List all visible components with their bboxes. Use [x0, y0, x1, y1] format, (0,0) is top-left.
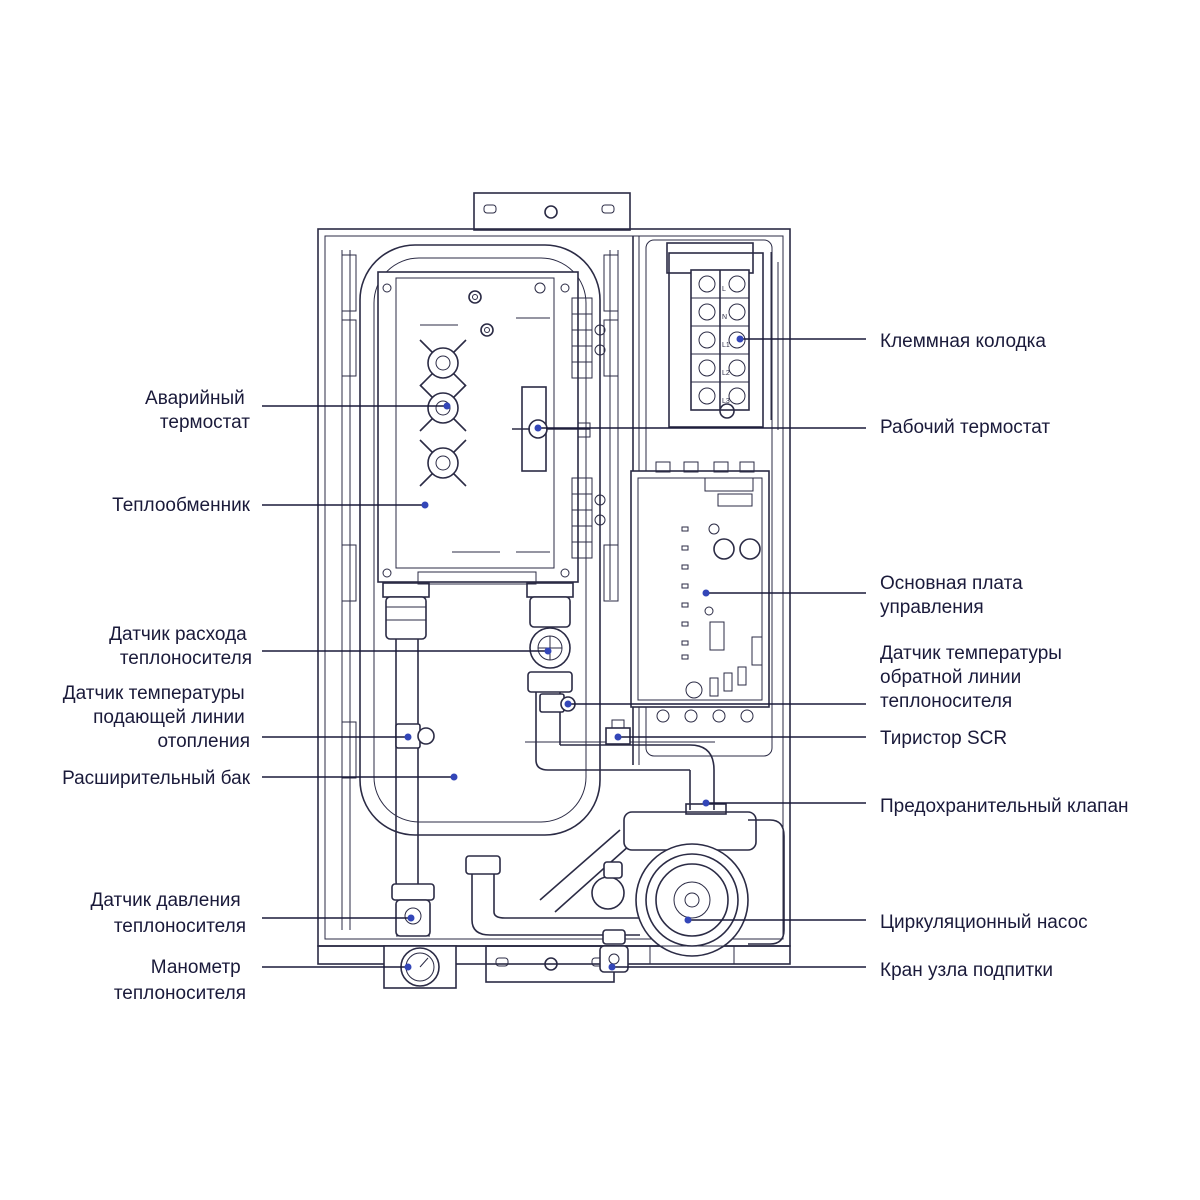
- label-flow-sensor: Датчик расхода теплоносителя: [109, 624, 252, 669]
- marker-circulation-pump: [684, 916, 692, 924]
- label-circulation-pump: Циркуляционный насос: [880, 912, 1088, 933]
- label-supply-temp-sensor: Датчик температуры подающей линии отопле…: [63, 683, 250, 752]
- heating-element-terminals: [571, 297, 606, 559]
- label-terminal-block: Клеммная колодка: [880, 331, 1046, 352]
- marker-flow-sensor: [544, 647, 552, 655]
- label-fill-valve: Кран узла подпитки: [880, 960, 1053, 981]
- label-thyristor: Тиристор SCR: [880, 728, 1007, 749]
- marker-supply-temp-sensor: [404, 733, 412, 741]
- label-heat-exchanger: Теплообменник: [112, 495, 251, 516]
- marker-safety-thermostat: [443, 402, 451, 410]
- label-safety-valve: Предохранительный клапан: [880, 796, 1129, 817]
- expansion-tank: [359, 244, 601, 836]
- label-pressure-sensor: Датчик давления теплоносителя: [91, 890, 246, 937]
- leader-lines: [262, 335, 866, 971]
- main-control-board: [630, 461, 770, 723]
- marker-fill-valve: [608, 963, 616, 971]
- marker-manometer: [404, 963, 412, 971]
- label-safety-thermostat: Аварийный термостат: [145, 388, 250, 433]
- label-manometer: Манометр теплоносителя: [114, 957, 246, 1004]
- marker-heat-exchanger: [421, 501, 429, 509]
- flow-sensor: [527, 627, 573, 693]
- pump-fitting: [591, 861, 625, 910]
- working-thermostat: [512, 386, 591, 472]
- fill-valve: [599, 929, 629, 973]
- pressure-sensor: [391, 883, 435, 937]
- pipes: [382, 582, 715, 936]
- terminal-mark: L1: [722, 342, 730, 349]
- label-expansion-tank: Расширительный бак: [62, 768, 251, 789]
- terminal-mark: L: [722, 286, 726, 293]
- marker-terminal-block: [736, 335, 744, 343]
- marker-working-thermostat: [534, 424, 542, 432]
- terminal-mark: L2: [722, 370, 730, 377]
- left-labels: Аварийный термостат Теплообменник Датчик…: [62, 388, 252, 1004]
- marker-return-temp-sensor: [564, 700, 572, 708]
- terminal-mark: N: [722, 314, 727, 321]
- marker-pressure-sensor: [407, 914, 415, 922]
- marker-safety-valve: [702, 799, 710, 807]
- mounting-rails: [341, 250, 619, 930]
- circulation-pump: [623, 803, 785, 965]
- terminal-mark: L3: [722, 398, 730, 405]
- safety-thermostats: [419, 339, 467, 487]
- marker-thyristor: [614, 733, 622, 741]
- label-main-board: Основная плата управления: [880, 573, 1028, 618]
- supply-temperature-sensor: [395, 723, 435, 749]
- label-working-thermostat: Рабочий термостат: [880, 417, 1050, 438]
- marker-expansion-tank: [450, 773, 458, 781]
- marker-main-board: [702, 589, 710, 597]
- label-return-temp-sensor: Датчик температуры обратной линии теплон…: [880, 643, 1067, 712]
- right-labels: Клеммная колодка Рабочий термостат Основ…: [880, 331, 1129, 981]
- terminal-block: L N L1 L2 L3: [666, 242, 779, 430]
